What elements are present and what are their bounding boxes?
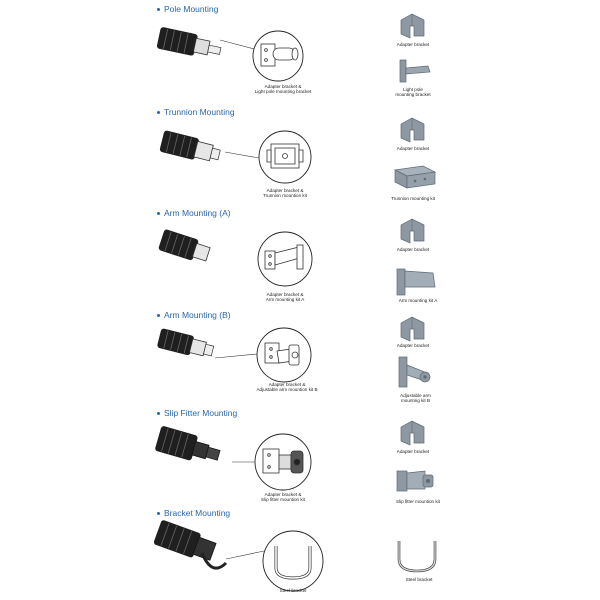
part-caption: Trunnion mounting kit	[390, 196, 435, 201]
section-title: Pole Mounting	[157, 4, 218, 14]
bullet-icon	[157, 314, 160, 318]
trunnion-kit-icon	[393, 165, 437, 189]
adjustable-arm-kit-icon	[398, 356, 431, 388]
adapter-bracket-icon	[400, 316, 425, 342]
detail-trunnion-icon	[258, 130, 312, 184]
detail-arm-a-icon	[257, 231, 313, 287]
part-caption: Steel bracket	[405, 577, 433, 582]
part-caption: Slip fitter mountion kit	[396, 499, 440, 504]
detail-pole-mount-icon	[252, 30, 304, 82]
part-caption: Light pole mounting bracket	[395, 87, 431, 98]
arm-kit-a-icon	[396, 268, 436, 296]
section-bracket-mounting: Bracket Mounting Steel bracket Steel bra…	[0, 507, 600, 600]
part-caption: Adjustable arm mounting kit B	[400, 393, 431, 404]
leader-line	[219, 39, 259, 51]
bullet-icon	[157, 8, 160, 12]
detail-caption: Adapter bracket & Adjustable arm mountio…	[256, 382, 318, 393]
section-arm-mounting-a: Arm Mounting (A) Adapter bracket & Arm m…	[0, 205, 600, 305]
leader-line	[232, 461, 258, 463]
adapter-bracket-icon	[400, 218, 425, 244]
detail-caption: Adapter bracket & Arm mounting kit A	[265, 292, 305, 303]
lamp-arm-a-icon	[158, 229, 211, 262]
lamp-slip-fitter-icon	[155, 426, 221, 461]
leader-line	[224, 151, 260, 159]
detail-steel-bracket-icon	[262, 530, 324, 592]
adapter-bracket-icon	[400, 117, 425, 143]
part-caption: Adapter bracket	[396, 449, 430, 454]
light-pole-bracket-icon	[399, 59, 431, 83]
section-title: Trunnion Mounting	[157, 107, 235, 117]
section-pole-mounting: Pole Mounting Adapter bracket & Light po…	[0, 0, 600, 100]
detail-caption: Steel bracket	[279, 588, 307, 593]
part-caption: Adapter bracket	[396, 146, 430, 151]
section-title: Bracket Mounting	[157, 508, 230, 518]
part-caption: Adapter bracket	[396, 42, 430, 47]
detail-caption: Adapter bracket & Light pole mounting br…	[254, 84, 312, 95]
lamp-bracket-mount-icon	[153, 520, 228, 570]
lamp-trunnion-mount-icon	[159, 130, 221, 162]
leader-line	[225, 550, 265, 560]
detail-slip-fitter-icon	[254, 433, 312, 491]
section-title: Arm Mounting (B)	[157, 310, 231, 320]
lamp-pole-mount-icon	[156, 27, 222, 56]
detail-caption: Adapter bracket & Trunnion mountion kit	[262, 188, 307, 199]
bullet-icon	[157, 212, 160, 216]
detail-arm-b-icon	[256, 327, 312, 383]
section-arm-mounting-b: Arm Mounting (B) Adapter bracket & Adjus…	[0, 307, 600, 407]
section-slip-fitter-mounting: Slip Fitter Mounting Adapter bracket & S…	[0, 407, 600, 507]
section-title: Arm Mounting (A)	[157, 208, 231, 218]
steel-bracket-icon	[397, 541, 437, 573]
part-caption: Adapter bracket	[396, 247, 430, 252]
detail-caption: Adapter bracket & Slip fitter mountion k…	[261, 492, 305, 503]
bullet-icon	[157, 412, 160, 416]
section-trunnion-mounting: Trunnion Mounting Adapter bracket & Trun…	[0, 104, 600, 204]
section-title: Slip Fitter Mounting	[157, 408, 237, 418]
slip-fitter-kit-icon	[396, 470, 434, 492]
adapter-bracket-icon	[400, 420, 425, 446]
leader-line	[214, 353, 258, 359]
part-caption: Arm mounting kit A	[398, 298, 438, 303]
adapter-bracket-icon	[400, 13, 425, 39]
part-caption: Adapter bracket	[396, 343, 430, 348]
bullet-icon	[157, 512, 160, 516]
lamp-arm-b-icon	[157, 328, 215, 357]
bullet-icon	[157, 111, 160, 115]
